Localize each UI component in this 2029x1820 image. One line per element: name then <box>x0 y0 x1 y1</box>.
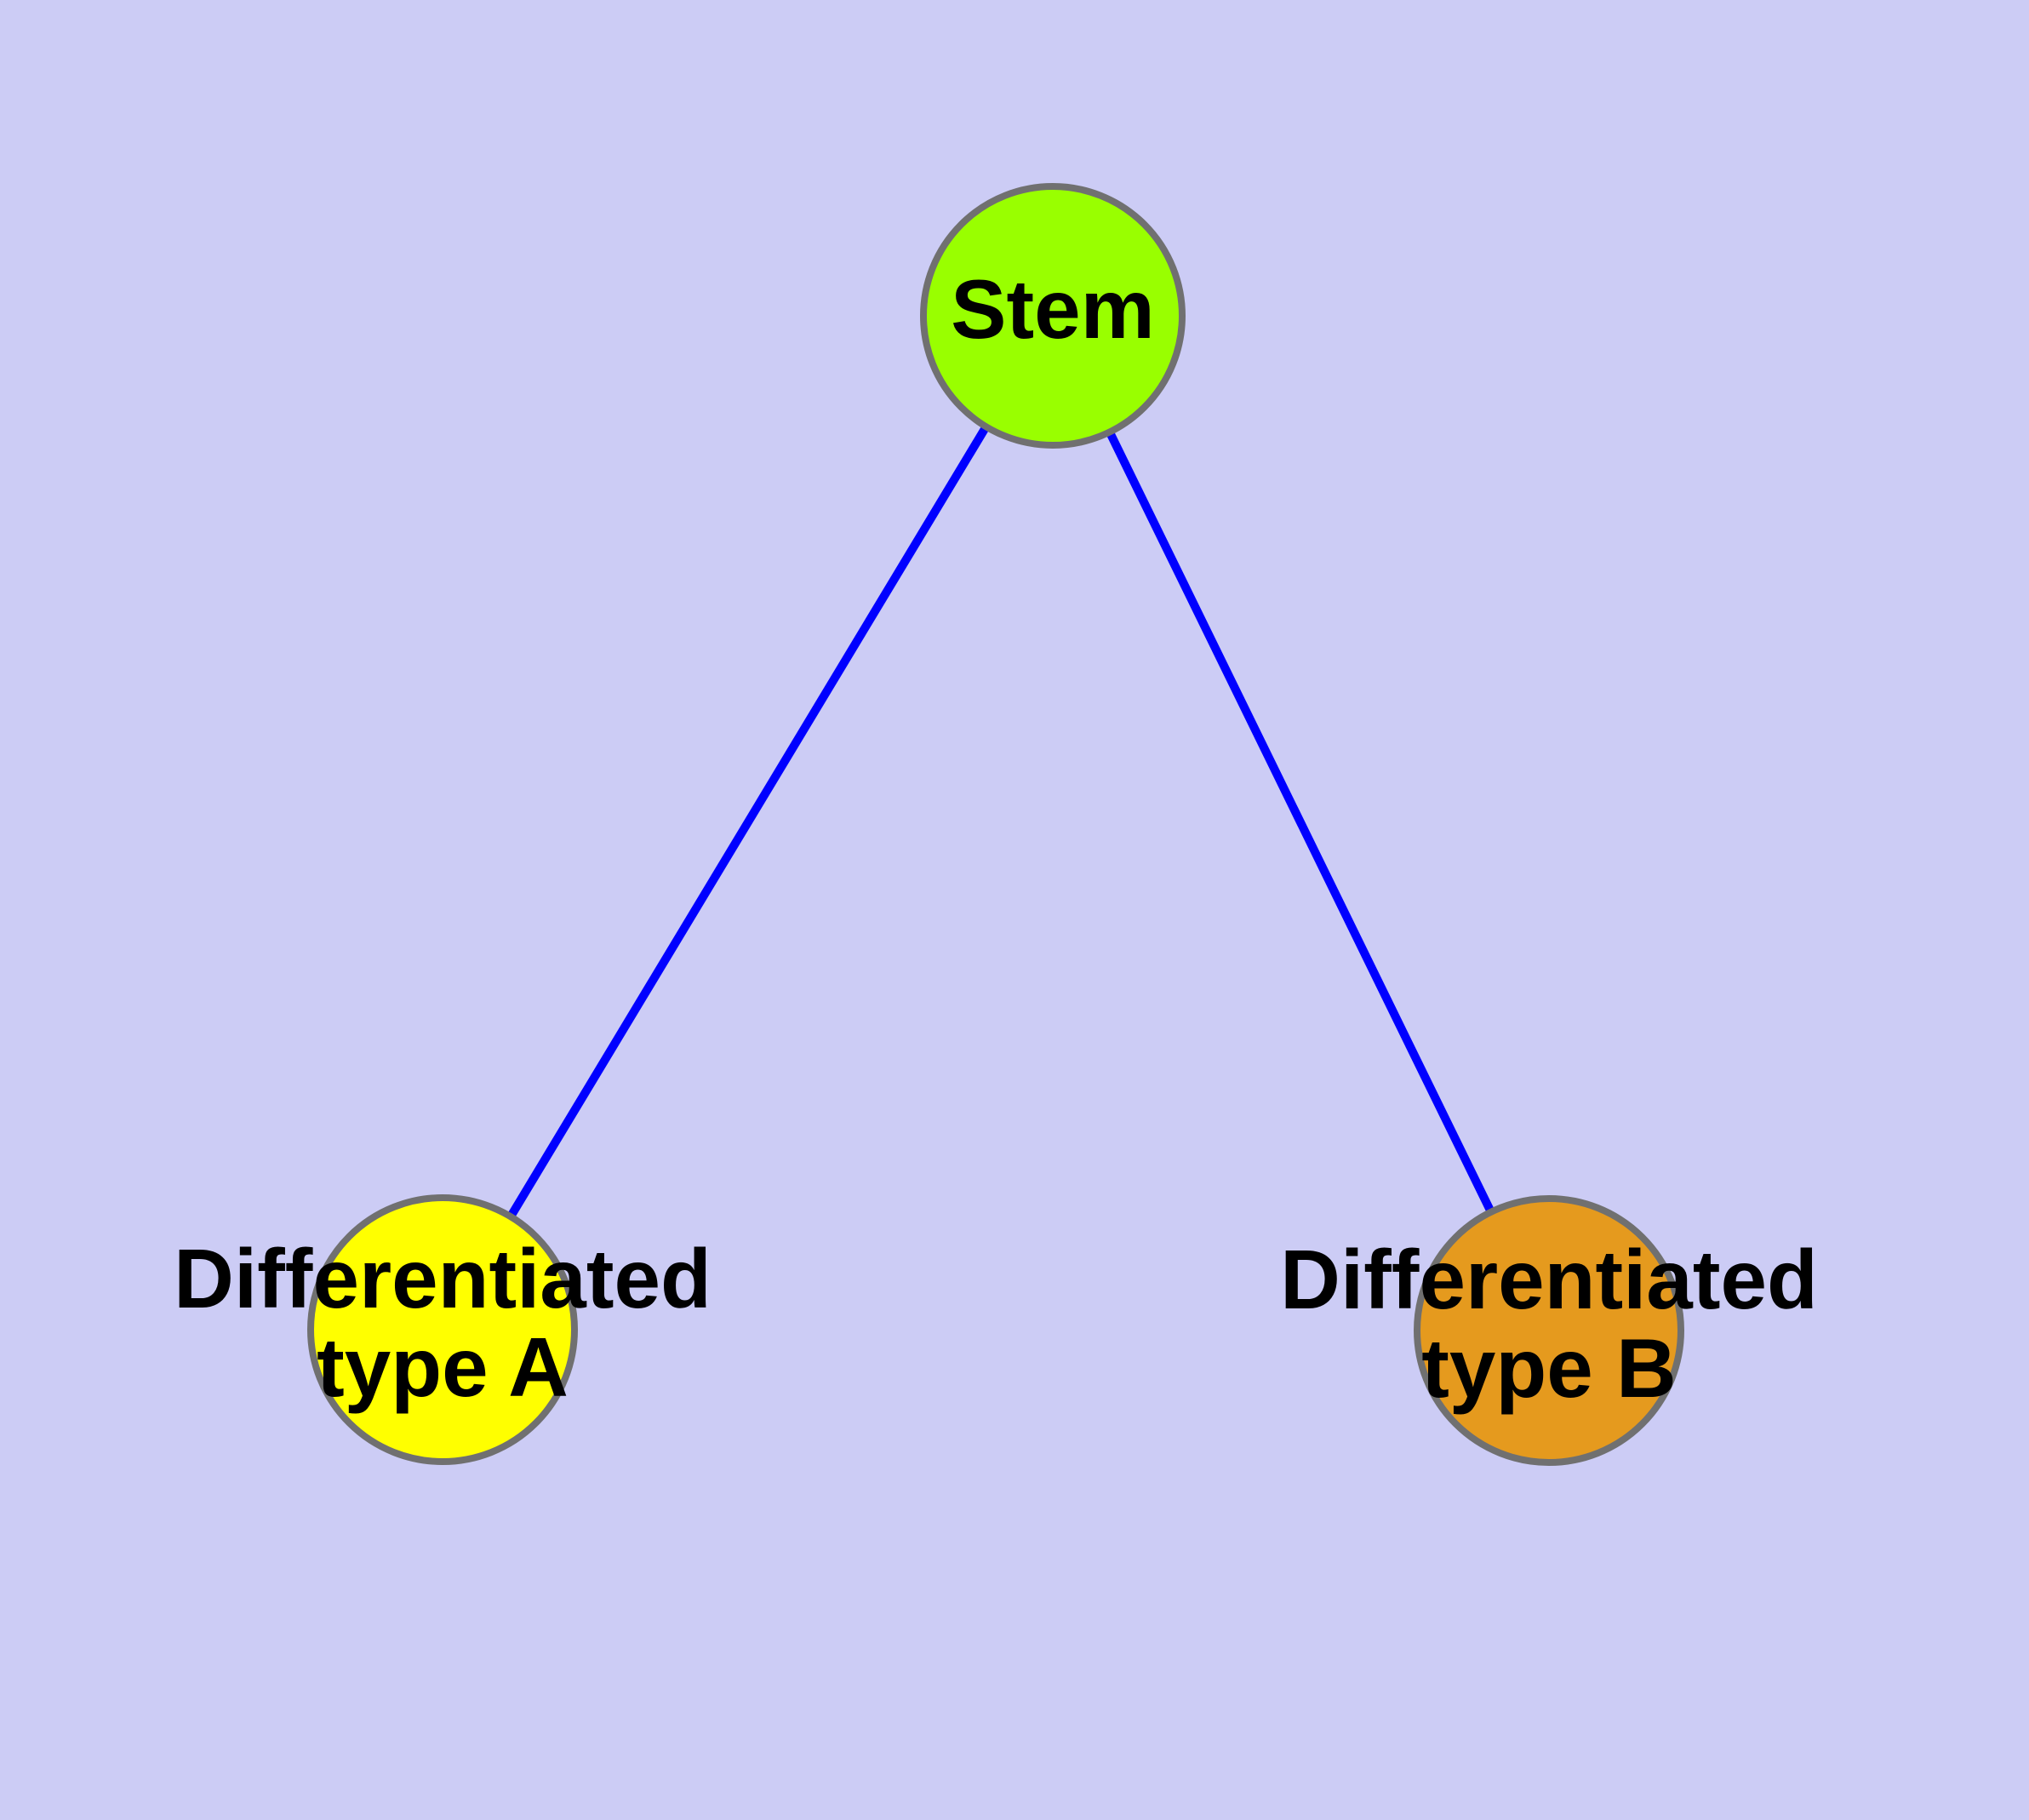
node-circle-diff-a[interactable] <box>307 1194 578 1465</box>
node-label-line: type A <box>317 1320 569 1414</box>
node-circle-diff-b[interactable] <box>1414 1195 1684 1466</box>
node-stem[interactable]: Stem <box>920 183 1186 449</box>
node-circle-stem[interactable] <box>920 183 1186 449</box>
edge-stem-to-a[interactable] <box>438 313 1057 1332</box>
edge-stem-to-b[interactable] <box>1049 313 1553 1333</box>
node-label-line: Stem <box>951 262 1155 356</box>
node-label-line: type B <box>1421 1321 1677 1415</box>
node-label-stem: Stem <box>951 262 1155 356</box>
edge-layer <box>438 313 1553 1333</box>
node-label-line: Differentiated <box>1280 1233 1818 1326</box>
node-label-line: Differentiated <box>174 1232 712 1325</box>
